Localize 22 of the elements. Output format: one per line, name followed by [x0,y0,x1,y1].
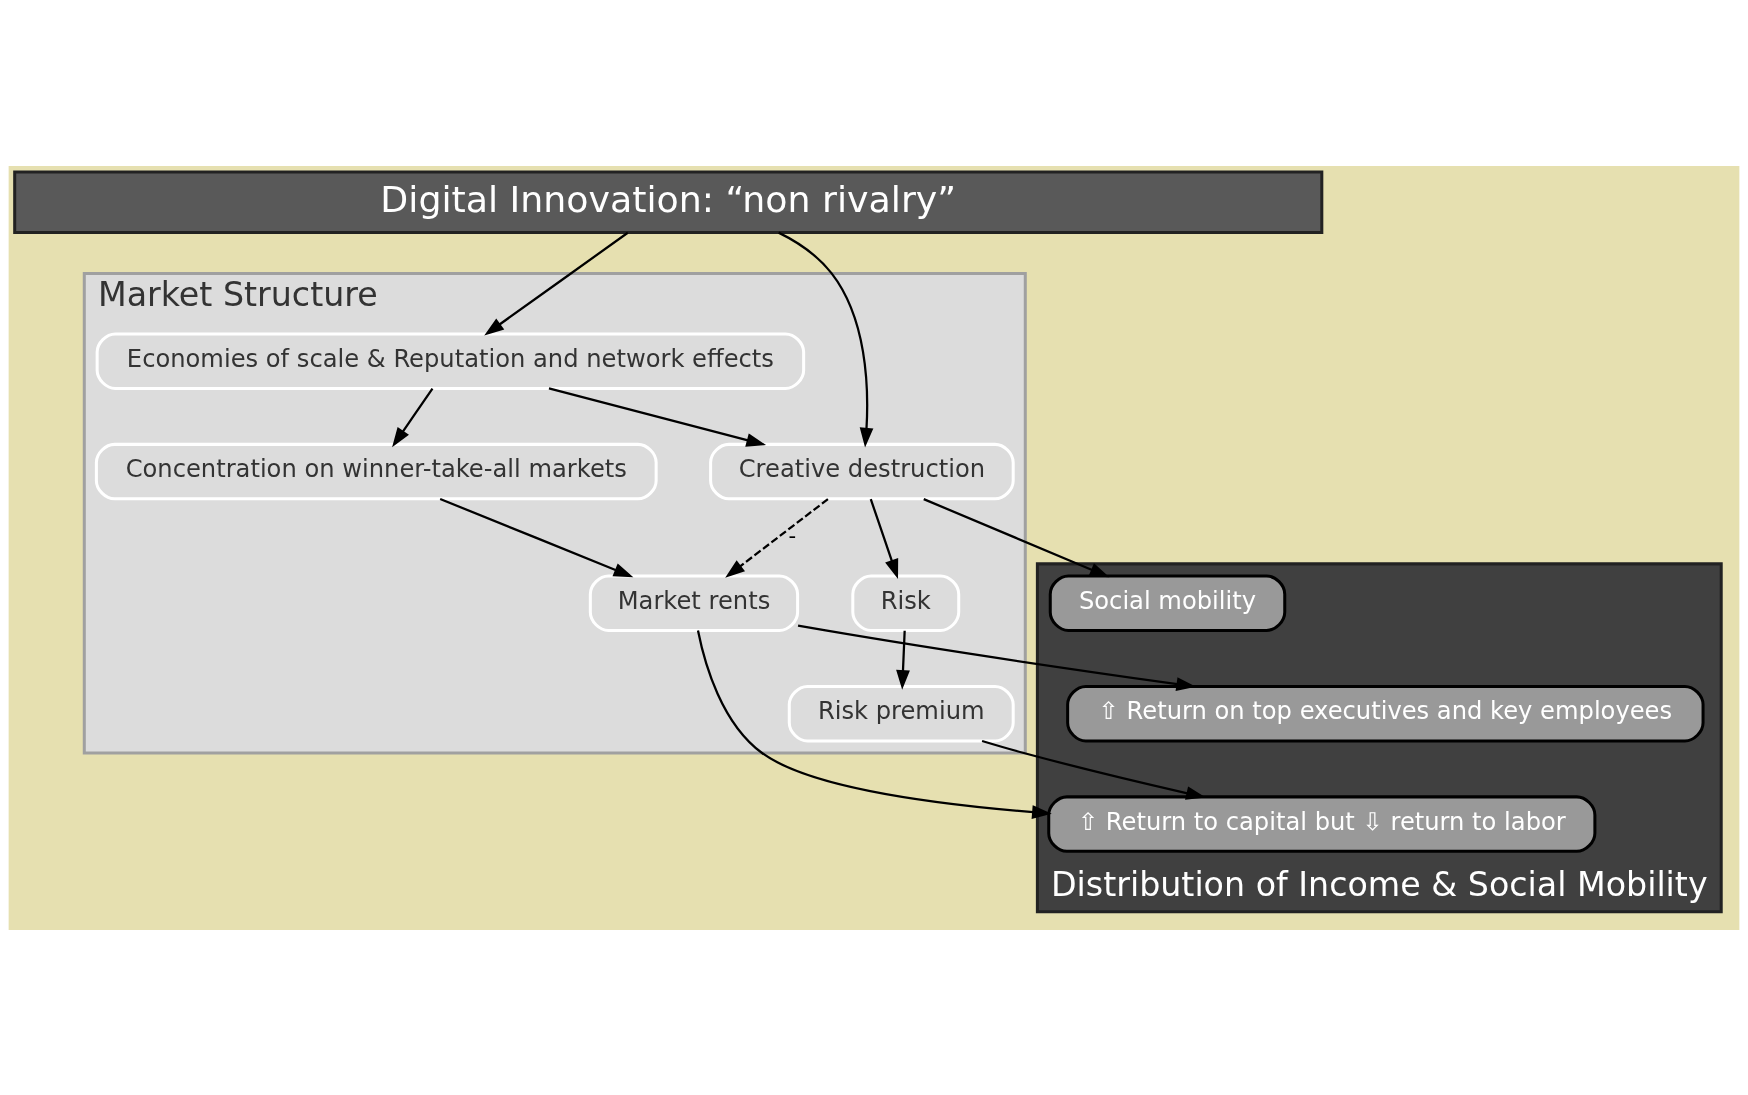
arrow [981,739,1206,800]
node-box: Economies of scale & Reputation and network effects [95,331,806,390]
arrow [548,386,767,447]
node-box: Digital Innovation: “non rivalry” [13,170,1324,234]
node-box: Social mobility [1048,573,1287,632]
arrow [392,387,434,447]
arrow [696,629,1052,819]
arrow [484,231,629,335]
node-box: Risk [851,573,961,632]
node-box: Concentration on winner-take-all markets [94,442,658,500]
edge-label: - [788,522,797,548]
arrow [896,630,910,690]
node-box: Market rents [588,573,800,632]
arrow [869,498,899,579]
node-box: ⇧ Return on top executives and key employees [1066,684,1705,742]
arrow [725,497,829,578]
arrow [923,497,1110,577]
node-box: Risk premium [787,684,1015,742]
node-box: Creative destruction [709,442,1015,500]
node-box: ⇧ Return to capital but ⇩ return to labor [1047,794,1597,853]
arrow [439,497,634,577]
arrow [778,231,874,447]
